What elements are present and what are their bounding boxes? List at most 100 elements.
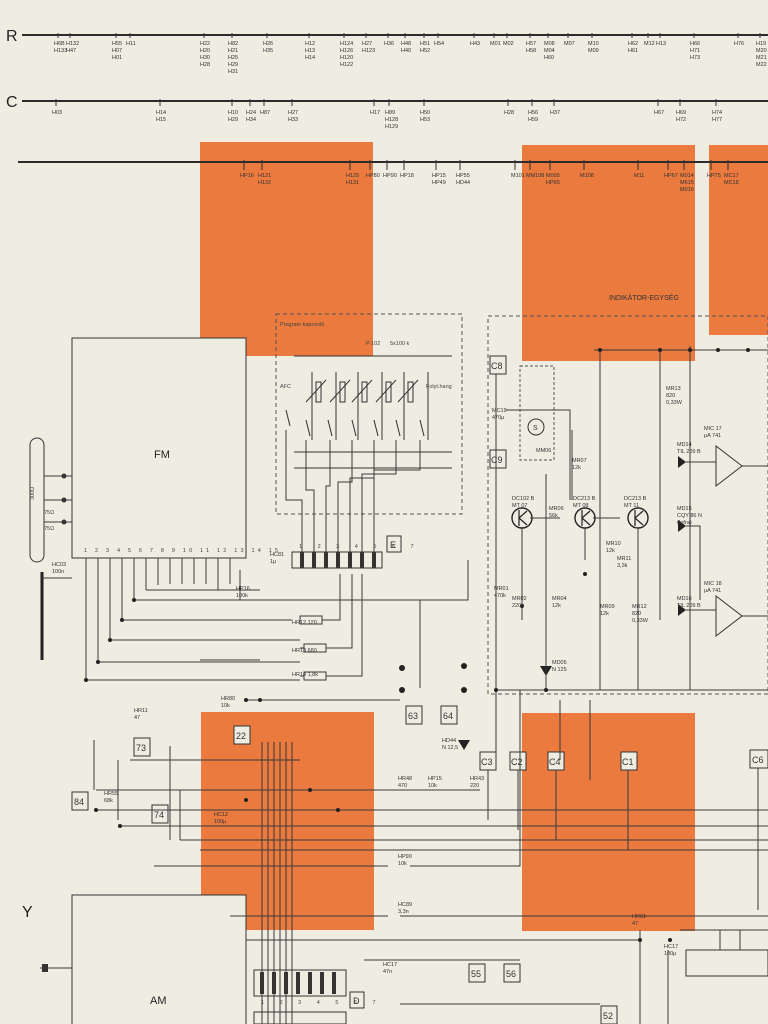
antenna-input	[29, 437, 72, 563]
connector-e-label: E	[390, 540, 396, 550]
tag-22: 22	[236, 731, 246, 741]
op-amps	[715, 444, 743, 638]
rail-r-label: H36	[384, 41, 394, 47]
antenna-label-75b: 75Ω	[44, 526, 54, 532]
rail-3-label: MM108	[526, 173, 544, 179]
rail-label-y: Y	[22, 904, 33, 921]
connector-bottom-right	[685, 949, 768, 977]
rail-3-label: M101	[511, 173, 525, 179]
rail-c-label: H67	[654, 110, 664, 116]
pot-res-label: 5x100 k	[390, 341, 410, 347]
meter-box	[519, 365, 555, 461]
antenna-label-75a: 75Ω	[44, 510, 54, 516]
component-label: HR13 680	[292, 648, 317, 654]
tag-74: 74	[154, 810, 164, 820]
terminal-tags	[71, 355, 768, 1024]
indicator-unit-box	[487, 315, 768, 695]
rail-3-label: M108	[580, 173, 594, 179]
rail-c-label: H87	[260, 110, 270, 116]
rail-r-label: H54	[434, 41, 444, 47]
tag-c6: C6	[752, 755, 764, 765]
rail-c-label: H28	[504, 110, 514, 116]
rail-label-c: C	[6, 94, 18, 111]
rail-3-label: HP90	[383, 173, 397, 179]
pot-label: P 102	[366, 341, 380, 347]
am-block-label: AM	[150, 995, 167, 1007]
connector-d-pins: 1 2 3 4 5 6 7	[261, 1000, 383, 1006]
rail-c-label: H37	[550, 110, 560, 116]
rail-r-label: H76	[734, 41, 744, 47]
tag-52: 52	[603, 1011, 613, 1021]
component-label: HR12 120	[292, 620, 317, 626]
antenna-label-300: 300Ω	[30, 487, 36, 500]
rail-r-label: M02	[503, 41, 514, 47]
tag-c9: C9	[491, 455, 503, 465]
tag-c4: C4	[549, 757, 561, 767]
tag-c8: C8	[491, 361, 503, 371]
component-label: MM06	[536, 448, 551, 454]
rail-3-label: HP16	[240, 173, 254, 179]
meter-symbol	[527, 418, 545, 436]
transistor-marks	[518, 510, 644, 526]
tag-64: 64	[443, 711, 453, 721]
highlight-region-top-right	[709, 145, 768, 335]
rail-r-label: H13	[656, 41, 666, 47]
tag-73: 73	[136, 743, 146, 753]
tag-84: 84	[74, 797, 84, 807]
connector-e-pins: 1 2 3 4 5 6 7	[299, 544, 421, 550]
rail-r-label: H43	[470, 41, 480, 47]
rail-3-label: HP67	[664, 173, 678, 179]
fm-block	[71, 337, 247, 559]
component-label: HR14 1,8k	[292, 672, 318, 678]
foly-label: Folyt.hang	[426, 384, 452, 390]
tag-c1: C1	[622, 757, 634, 767]
tag-63: 63	[408, 711, 418, 721]
connector-e	[291, 535, 402, 569]
program-switch-box	[275, 313, 463, 515]
highlight-region-top-middle	[522, 145, 695, 361]
